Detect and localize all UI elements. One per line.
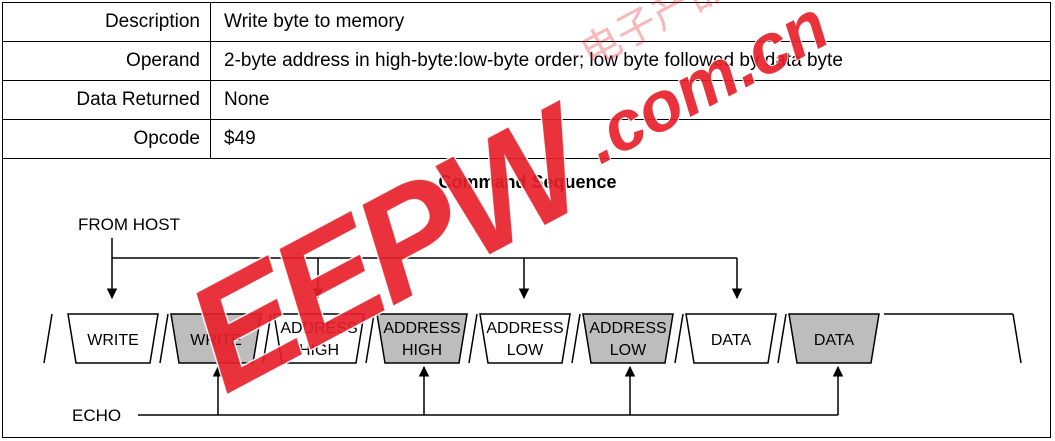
- byte-block-label: ADDRESS: [383, 320, 460, 337]
- block-separator: [777, 313, 787, 364]
- stream-end-tick: [1012, 313, 1022, 364]
- from-host-label: FROM HOST: [78, 215, 180, 234]
- command-sequence-title: Command Sequence: [438, 172, 617, 192]
- host-byte-block: [685, 313, 777, 364]
- echo-byte-block: [376, 313, 468, 364]
- row-value: None: [224, 89, 270, 110]
- byte-block-label: DATA: [711, 332, 752, 349]
- block-separator: [262, 313, 272, 364]
- byte-block-label: DATA: [814, 332, 855, 349]
- host-byte-block: [479, 313, 571, 364]
- row-opcode: Opcode $49: [3, 120, 1050, 159]
- row-label: Description: [3, 3, 211, 41]
- host-byte-block: [273, 313, 365, 364]
- block-separator: [571, 313, 581, 364]
- byte-block-label: ADDRESS: [280, 320, 357, 337]
- row-description: Description Write byte to memory: [3, 3, 1050, 42]
- block-separator: [159, 313, 169, 364]
- block-separator: [468, 313, 478, 364]
- row-label: Opcode: [3, 120, 211, 158]
- row-label: Operand: [3, 42, 211, 80]
- echo-byte-block: [582, 313, 674, 364]
- row-value: 2-byte address in high-byte:low-byte ord…: [224, 50, 843, 71]
- byte-block-label: HIGH: [299, 342, 339, 359]
- row-label: Data Returned: [3, 81, 211, 119]
- byte-blocks: WRITE WRITE ADDRESS HIGH ADDRESS HIGH ADDRESS L…: [67, 313, 880, 364]
- echo-label: ECHO: [72, 406, 121, 425]
- byte-block-label: LOW: [507, 342, 544, 359]
- stream-start-tick: [43, 313, 53, 364]
- byte-block-label: HIGH: [402, 342, 442, 359]
- row-value: $49: [224, 128, 256, 149]
- row-value: Write byte to memory: [224, 11, 405, 32]
- host-byte-block: [67, 313, 159, 364]
- echo-byte-block: [788, 313, 880, 364]
- byte-block-label: ADDRESS: [589, 320, 666, 337]
- block-separator: [365, 313, 375, 364]
- byte-block-label: WRITE: [87, 332, 139, 349]
- byte-block-label: LOW: [610, 342, 647, 359]
- byte-block-label: WRITE: [190, 332, 242, 349]
- block-separator: [674, 313, 684, 364]
- echo-byte-block: [170, 313, 262, 364]
- row-operand: Operand 2-byte address in high-byte:low-…: [3, 42, 1050, 81]
- row-data-returned: Data Returned None: [3, 81, 1050, 120]
- byte-block-label: ADDRESS: [486, 320, 563, 337]
